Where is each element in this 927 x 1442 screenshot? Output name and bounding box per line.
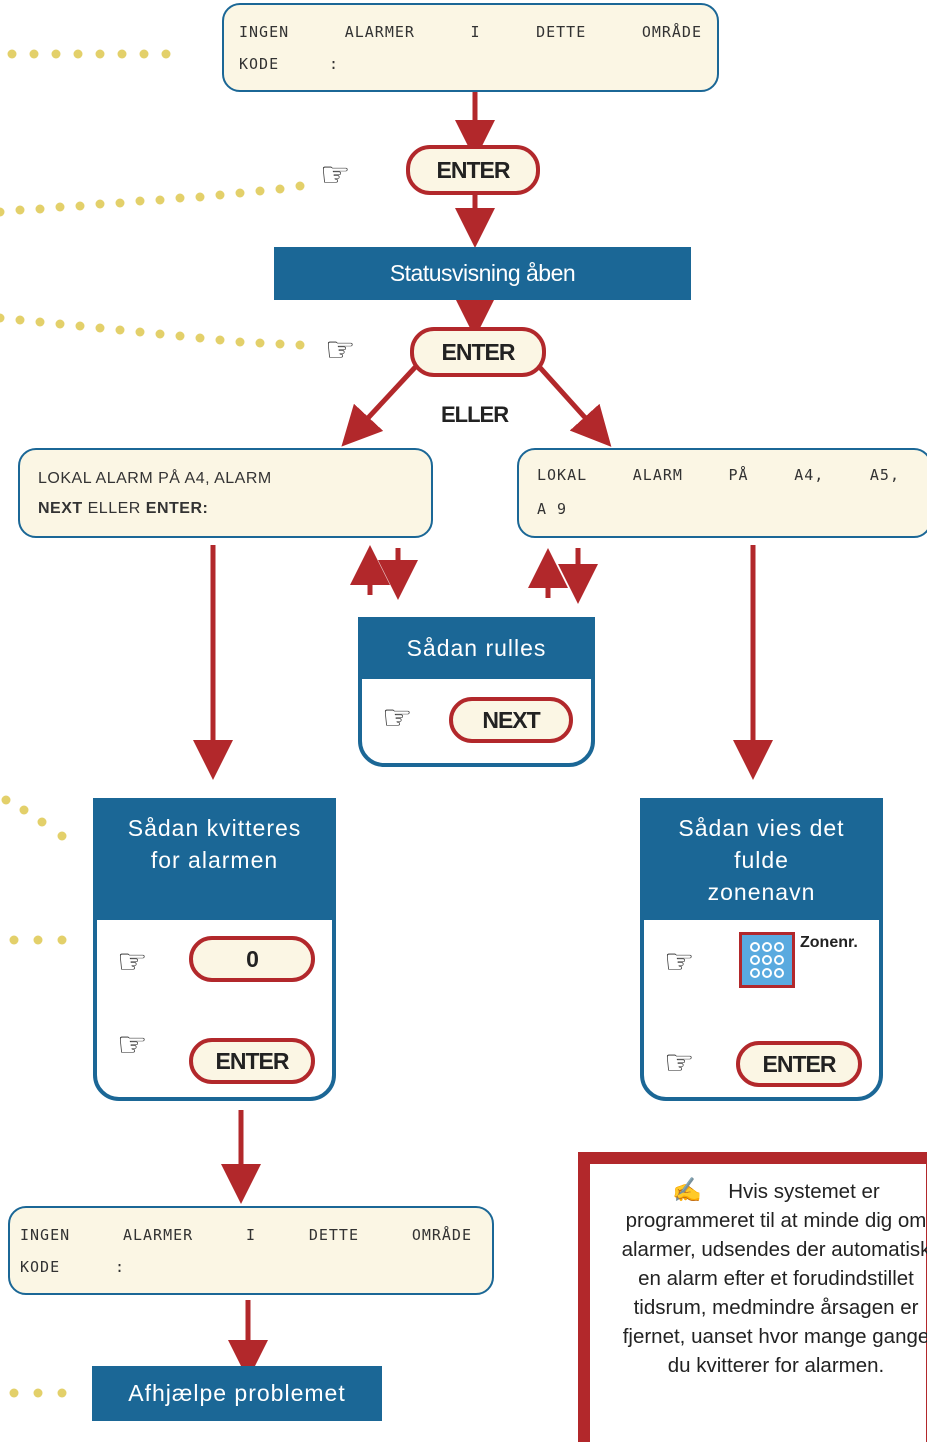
zone-panel-title: Sådan vies det fulde zonenavn: [640, 798, 883, 920]
display-right-line2: A 9: [537, 500, 915, 518]
scroll-panel: Sådan rulles ☞ NEXT: [358, 617, 595, 767]
fix-problem-label: Afhjælpe problemet: [128, 1380, 346, 1406]
reminder-note-body: ✍Hvis systemet er programmeret til at mi…: [616, 1176, 927, 1380]
enter-button[interactable]: ENTER: [189, 1038, 315, 1084]
lcd-word-enter: ENTER:: [145, 500, 209, 517]
fix-problem-bar: Afhjælpe problemet: [92, 1366, 382, 1421]
keypad-icon[interactable]: [739, 932, 795, 988]
reminder-note-text: Hvis systemet er programmeret til at min…: [621, 1180, 927, 1377]
pointing-hand-icon: ☞: [117, 1026, 148, 1064]
pointing-hand-icon: ☞: [320, 156, 351, 194]
zone-title-line2: fulde: [734, 847, 789, 873]
display-bottom-line1: INGEN ALARMER I DETTE OMRÅDE: [20, 1226, 472, 1244]
lcd-word-next: NEXT: [38, 500, 83, 517]
enter-button-label: ENTER: [436, 156, 511, 183]
zone-title-line3: zonenavn: [707, 879, 816, 905]
lcd-word: KODE: [239, 55, 280, 73]
status-bar-label: Statusvisning åben: [389, 260, 576, 286]
display-left-line1: LOKAL ALARM PÅ A4, ALARM: [38, 470, 416, 488]
pointing-hand-icon: ☞: [117, 943, 148, 981]
reminder-note: ✍Hvis systemet er programmeret til at mi…: [578, 1152, 927, 1442]
enter-button[interactable]: ENTER: [410, 327, 546, 377]
lcd-word: INGEN: [20, 1226, 71, 1244]
lcd-word: A5,: [869, 466, 900, 484]
next-button-label: NEXT: [482, 706, 540, 733]
lcd-word: DETTE: [308, 1226, 359, 1244]
lcd-word: :: [115, 1258, 126, 1276]
lcd-word: KODE: [20, 1258, 61, 1276]
writing-hand-icon: ✍: [672, 1177, 703, 1204]
display-top-line1: INGEN ALARMER I DETTE OMRÅDE: [239, 23, 702, 41]
lcd-word: ALARMER: [344, 23, 415, 41]
enter-button[interactable]: ENTER: [736, 1041, 862, 1087]
lcd-word: ELLER: [82, 500, 146, 517]
display-top-line2: KODE :: [239, 55, 702, 73]
enter-button-label: ENTER: [215, 1047, 290, 1074]
pointing-hand-icon: ☞: [664, 943, 695, 981]
lcd-word: ALARM: [632, 466, 683, 484]
lcd-word: ALARMER: [122, 1226, 194, 1244]
display-top: INGEN ALARMER I DETTE OMRÅDE KODE :: [222, 3, 719, 92]
zero-button-label: 0: [246, 945, 259, 972]
lcd-word: :: [329, 55, 340, 73]
lcd-word: PÅ: [728, 466, 749, 484]
enter-button-label: ENTER: [762, 1050, 837, 1077]
scroll-panel-title: Sådan rulles: [358, 617, 595, 679]
keypad-dots: [750, 942, 784, 978]
lcd-word: INGEN: [239, 23, 290, 41]
zone-title-line1: Sådan vies det: [678, 815, 845, 841]
pointing-hand-icon: ☞: [664, 1044, 695, 1082]
acknowledge-panel-title: Sådan kvitteres for alarmen: [93, 798, 336, 920]
lcd-word: OMRÅDE: [411, 1226, 472, 1244]
scroll-panel-title-text: Sådan rulles: [406, 635, 547, 661]
display-left-line2: NEXT ELLER ENTER:: [38, 500, 416, 518]
lcd-word: LOKAL: [537, 466, 588, 484]
pointing-hand-icon: ☞: [325, 331, 356, 369]
display-bottom: INGEN ALARMER I DETTE OMRÅDE KODE :: [8, 1206, 494, 1295]
lcd-word: A 9: [537, 500, 568, 518]
status-bar: Statusvisning åben: [274, 247, 691, 300]
lcd-word: OMRÅDE: [641, 23, 702, 41]
lcd-word: I: [470, 23, 481, 41]
zero-button[interactable]: 0: [189, 936, 315, 982]
pointing-hand-icon: ☞: [382, 699, 413, 737]
next-button[interactable]: NEXT: [449, 697, 573, 743]
display-bottom-line2: KODE :: [20, 1258, 477, 1276]
acknowledge-title-line2: for alarmen: [150, 847, 279, 873]
display-right-line1: LOKAL ALARM PÅ A4, A5,: [537, 466, 900, 484]
acknowledge-panel: Sådan kvitteres for alarmen ☞ 0 ☞ ENTER: [93, 798, 336, 1101]
display-right: LOKAL ALARM PÅ A4, A5, A 9: [517, 448, 927, 538]
enter-button-label: ENTER: [441, 338, 516, 365]
display-left: LOKAL ALARM PÅ A4, ALARM NEXT ELLER ENTE…: [18, 448, 433, 538]
lcd-word: DETTE: [536, 23, 587, 41]
enter-button[interactable]: ENTER: [406, 145, 540, 195]
eller-label: ELLER: [441, 402, 509, 427]
acknowledge-title-line1: Sådan kvitteres: [127, 815, 302, 841]
lcd-word: I: [246, 1226, 257, 1244]
lcd-line: LOKAL ALARM PÅ A4, ALARM: [38, 470, 272, 487]
lcd-word: A4,: [794, 466, 825, 484]
keypad-label: Zonenr.: [800, 934, 858, 951]
